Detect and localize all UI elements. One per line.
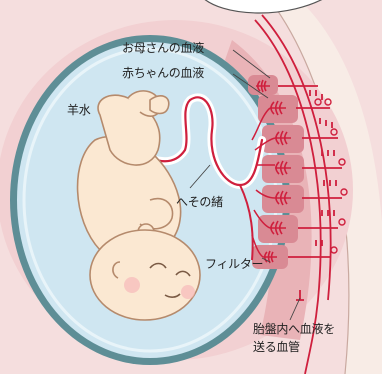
cheek	[124, 277, 140, 293]
label-placenta-vessel: 胎盤内へ血液を 送る血管	[253, 320, 335, 356]
label-filter: フィルター	[205, 257, 263, 272]
cheek	[181, 285, 195, 299]
label-mother-blood: お母さんの血液	[122, 41, 204, 56]
label-baby-blood: 赤ちゃんの血液	[122, 66, 204, 81]
label-amniotic-fluid: 羊水	[67, 103, 90, 118]
label-umbilical-cord: へその緒	[176, 195, 223, 210]
label-placenta-vessel-line2: 送る血管	[253, 338, 335, 356]
label-placenta-vessel-line1: 胎盤内へ血液を	[253, 320, 335, 338]
